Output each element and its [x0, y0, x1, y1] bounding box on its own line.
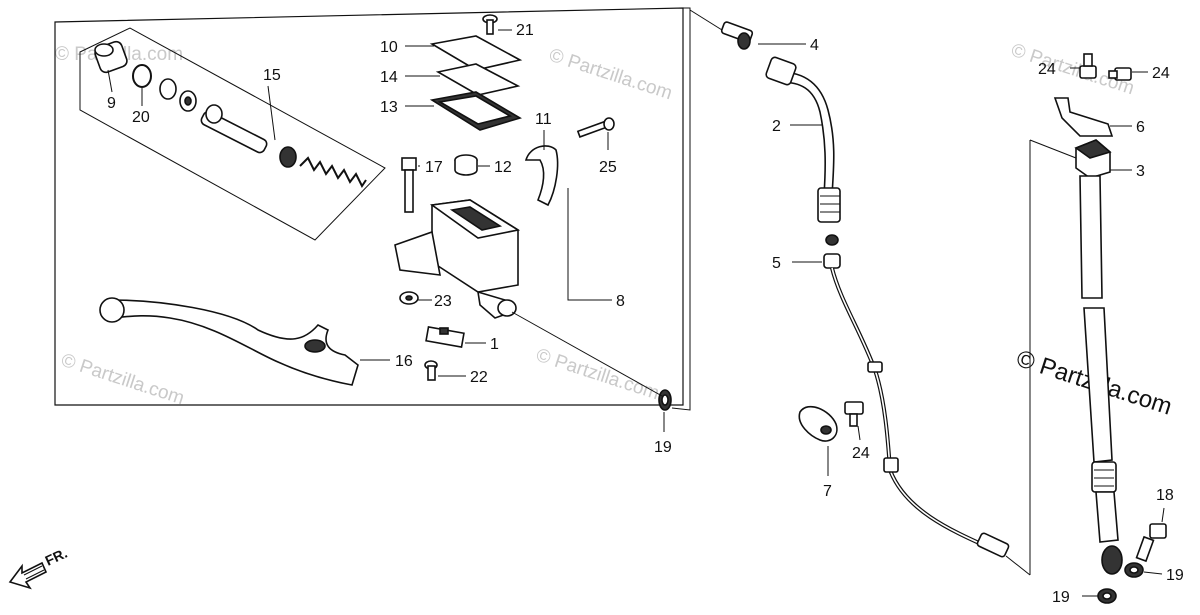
part-25-bolt	[576, 117, 615, 138]
callouts: 15 9 20 10 14 13 21 17 12 11 25 8 23 1 1…	[107, 22, 1184, 606]
callout-24-mid: 24	[852, 445, 870, 462]
part-14-plate	[435, 63, 521, 96]
part-1-switch	[425, 326, 465, 348]
piston-kit-box	[79, 27, 386, 241]
lever-pivot	[304, 339, 326, 353]
front-arrow-icon	[8, 561, 48, 590]
callout-5: 5	[772, 255, 781, 272]
callout-1: 1	[490, 336, 499, 353]
part-24-bolt	[1079, 53, 1097, 79]
master-cylinder-frame	[54, 7, 684, 406]
callout-12: 12	[494, 159, 512, 176]
callout-19-bottom: 19	[1052, 589, 1070, 606]
part-16-lever	[109, 299, 359, 386]
part-2-hose	[765, 56, 841, 223]
assembly-line	[1005, 555, 1031, 576]
callout-23: 23	[434, 293, 452, 310]
lever-knob	[99, 297, 125, 323]
part-9-boot	[94, 40, 128, 74]
pipe-sleeve	[883, 457, 899, 473]
piston	[200, 104, 268, 154]
callout-17: 17	[425, 159, 443, 176]
part-19-washer	[1124, 562, 1144, 578]
callout-11: 11	[535, 111, 552, 128]
piston-cup	[279, 146, 297, 168]
assembly-line	[689, 9, 723, 31]
callout-19-right: 19	[1166, 567, 1184, 584]
assembly-line	[511, 311, 663, 397]
part-10-cap	[429, 35, 523, 71]
seal-center	[184, 96, 192, 106]
part-3-joint	[1074, 139, 1112, 179]
watermark: © Partzilla.com	[546, 45, 674, 105]
watermark: © Partzilla.com	[533, 345, 661, 405]
callout-6: 6	[1136, 119, 1145, 136]
brake-pipe-inner	[831, 267, 991, 549]
callout-3: 3	[1136, 163, 1145, 180]
part-17-bolt	[401, 157, 417, 213]
part-23-nut	[399, 291, 419, 305]
part-18-bolt	[1135, 523, 1167, 563]
front-direction-indicator: FR.	[8, 545, 70, 590]
callout-22: 22	[470, 369, 488, 386]
callout-24-right-a: 24	[1038, 61, 1056, 78]
callout-14: 14	[380, 69, 398, 86]
washer	[159, 78, 177, 100]
callout-10: 10	[380, 39, 398, 56]
assembly-line	[671, 7, 691, 411]
part-6-bracket	[1053, 97, 1114, 137]
part-12-cap	[454, 154, 478, 176]
piston-spring	[299, 156, 367, 188]
watermark: © Partzilla.com	[58, 350, 186, 410]
callout-7: 7	[823, 483, 832, 500]
part-19-washer	[658, 389, 672, 411]
callout-20: 20	[132, 109, 150, 126]
callout-15: 15	[263, 67, 281, 84]
callout-9: 9	[107, 95, 116, 112]
callout-13: 13	[380, 99, 398, 116]
part-19-washer	[1097, 588, 1117, 604]
leader-lines	[107, 29, 1165, 597]
part-7-clamp	[798, 406, 838, 442]
lower-hose	[1079, 175, 1123, 575]
front-label: FR.	[43, 545, 70, 569]
part-24-bolt	[1108, 67, 1132, 81]
callout-2: 2	[772, 118, 781, 135]
callout-24-right-b: 24	[1152, 65, 1170, 82]
pipe-sleeve	[867, 361, 883, 373]
callout-16: 16	[395, 353, 413, 370]
callout-25: 25	[599, 159, 617, 176]
part-21-screw	[482, 14, 498, 35]
callout-4: 4	[810, 37, 819, 54]
callout-19-left: 19	[654, 439, 672, 456]
part-22-screw	[424, 360, 438, 381]
front-arrow-hatch	[23, 565, 45, 580]
diaphragm-inner	[437, 95, 513, 125]
callout-21: 21	[516, 22, 534, 39]
callout-18: 18	[1156, 487, 1174, 504]
assembly-line	[1029, 139, 1077, 159]
watermarks: © Partzilla.com © Partzilla.com © Partzi…	[55, 40, 1175, 421]
part-5-joint	[823, 234, 841, 269]
part-11-clamp	[524, 145, 559, 207]
callout-8: 8	[616, 293, 625, 310]
pipe-nut	[976, 532, 1010, 558]
part-20-circlip	[132, 64, 152, 88]
part-8-master-cylinder	[394, 199, 521, 319]
part-4-bolt	[720, 21, 754, 50]
part-24-bolt	[844, 401, 864, 427]
